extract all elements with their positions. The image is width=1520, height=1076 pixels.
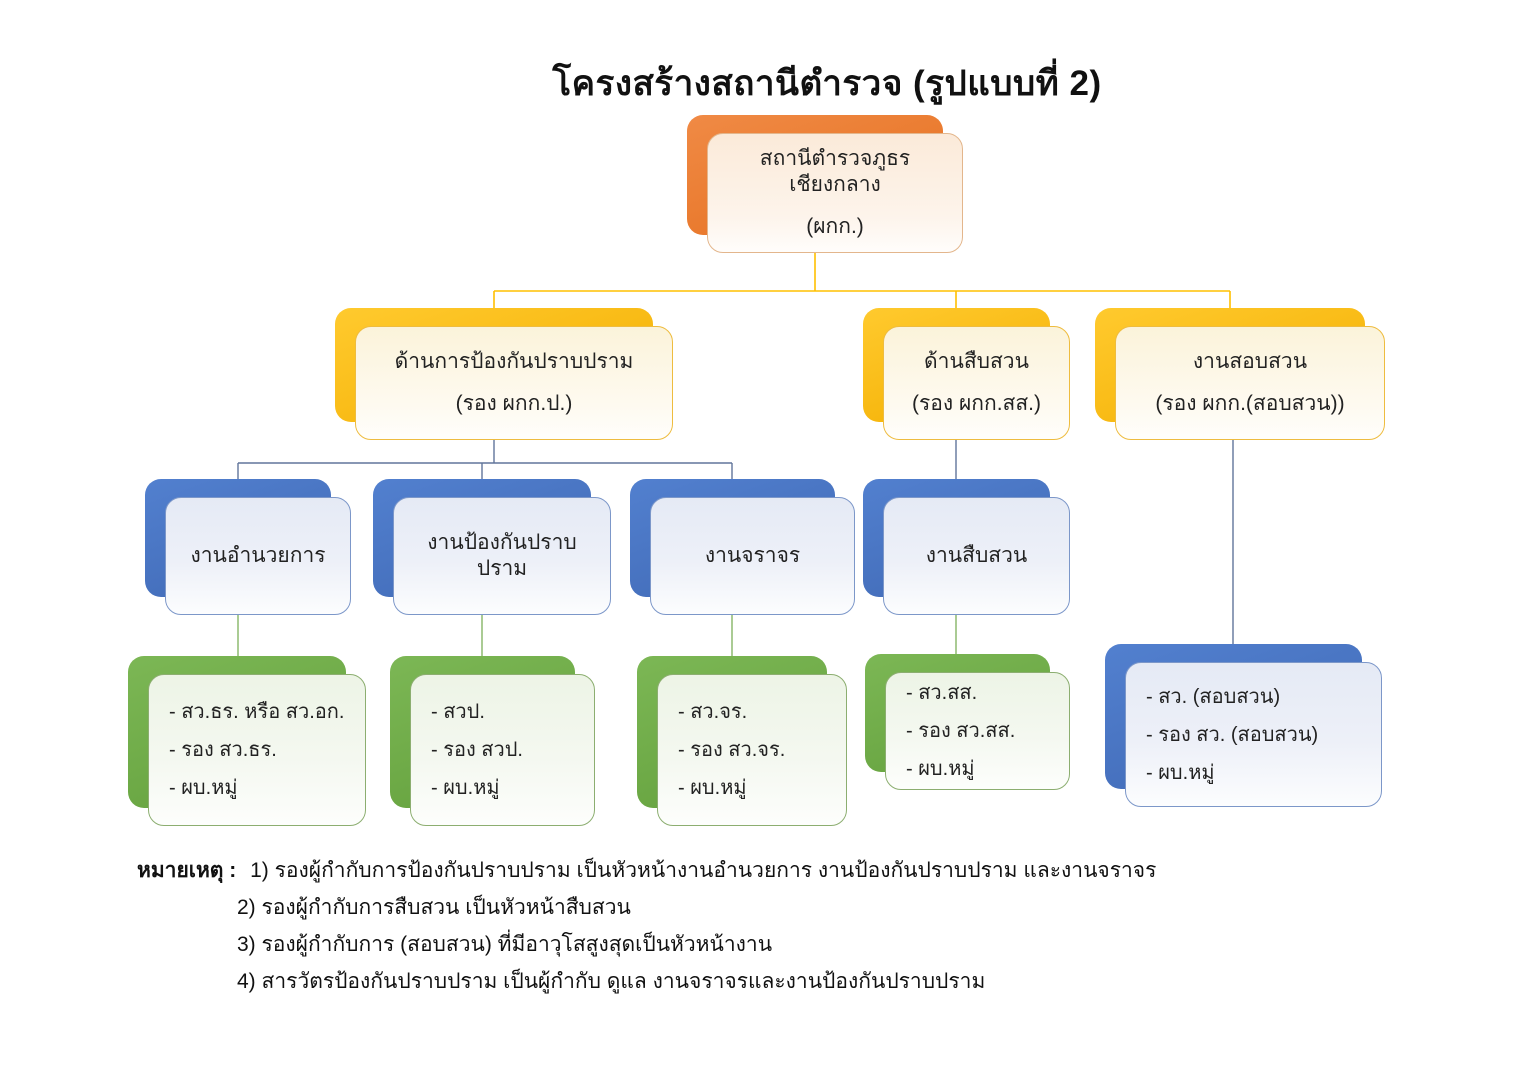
position-item: - รอง สว.จร. (678, 739, 786, 761)
position-item: - ผบ.หมู่ (906, 758, 975, 780)
node-subtitle: (ผกก.) (806, 215, 864, 239)
node-face: - สว.สส. - รอง สว.สส. - ผบ.หมู่ (885, 672, 1070, 790)
node-face: ด้านการป้องกันปราบปราม (รอง ผกก.ป.) (355, 326, 673, 440)
notes-label: หมายเหตุ : (137, 859, 237, 882)
node-subtitle: (รอง ผกก.สส.) (911, 392, 1041, 415)
note-line: 2) รองผู้กำกับการสืบสวน เป็นหัวหน้าสืบสว… (237, 889, 1417, 926)
node-subtitle: (รอง ผกก.(สอบสวน)) (1155, 392, 1345, 415)
org-node-traffic-positions: - สว.จร. - รอง สว.จร. - ผบ.หมู่ (637, 656, 847, 826)
position-item: - รอง สว.สส. (906, 720, 1016, 742)
node-subtitle: (รอง ผกก.ป.) (455, 392, 573, 415)
node-face: งานป้องกันปราบปราม (393, 497, 611, 615)
position-item: - สวป. (431, 701, 485, 723)
position-item: - สว. (สอบสวน) (1146, 685, 1281, 708)
node-face: งานอำนวยการ (165, 497, 351, 615)
node-title: งานสืบสวน (925, 543, 1028, 567)
position-item: - ผบ.หมู่ (169, 777, 238, 799)
page-title: โครงสร้างสถานีตำรวจ (รูปแบบที่ 2) (552, 64, 1102, 103)
org-node-investigation-work: งานสืบสวน (863, 479, 1070, 615)
node-title: งานสอบสวน (1192, 349, 1308, 373)
note-text: 4) สารวัตรป้องกันปราบปราม เป็นผู้กำกับ ด… (237, 970, 986, 993)
node-face: งานจราจร (650, 497, 855, 615)
position-item: - สว.ธร. หรือ สว.อก. (169, 701, 345, 723)
org-node-investigation-positions: - สว.สส. - รอง สว.สส. - ผบ.หมู่ (865, 654, 1070, 790)
node-title: งานอำนวยการ (190, 543, 326, 567)
node-title: งานจราจร (704, 543, 801, 567)
node-title: งานป้องกันปราบปราม (427, 530, 577, 580)
org-node-root: สถานีตำรวจภูธรเชียงกลาง (ผกก.) (687, 115, 963, 253)
position-item: - สว.สส. (906, 682, 978, 704)
position-item: - ผบ.หมู่ (678, 777, 747, 799)
position-item: - รอง สว. (สอบสวน) (1146, 723, 1319, 746)
position-item: - ผบ.หมู่ (431, 777, 500, 799)
org-node-inquiry-division: งานสอบสวน (รอง ผกก.(สอบสวน)) (1095, 308, 1385, 440)
node-title: สถานีตำรวจภูธรเชียงกลาง (759, 146, 911, 196)
node-face: - สว.จร. - รอง สว.จร. - ผบ.หมู่ (657, 674, 847, 826)
node-title: ด้านสืบสวน (924, 349, 1029, 373)
org-node-traffic-work: งานจราจร (630, 479, 855, 615)
note-line: 4) สารวัตรป้องกันปราบปราม เป็นผู้กำกับ ด… (237, 963, 1417, 1000)
connector-level2-to-level3 (237, 440, 1234, 644)
position-item: - สว.จร. (678, 701, 748, 723)
note-line: 3) รองผู้กำกับการ (สอบสวน) ที่มีอาวุโสสู… (237, 926, 1417, 963)
node-face: - สว. (สอบสวน) - รอง สว. (สอบสวน) - ผบ.ห… (1125, 662, 1382, 807)
node-face: ด้านสืบสวน (รอง ผกก.สส.) (883, 326, 1070, 440)
connector-level3-to-level4 (237, 614, 957, 656)
org-node-investigation-division: ด้านสืบสวน (รอง ผกก.สส.) (863, 308, 1070, 440)
node-face: งานสืบสวน (883, 497, 1070, 615)
note-line: หมายเหตุ : 1) รองผู้กำกับการป้องกันปราบป… (137, 852, 1417, 889)
org-node-prevention-division: ด้านการป้องกันปราบปราม (รอง ผกก.ป.) (335, 308, 673, 440)
org-node-administration-positions: - สว.ธร. หรือ สว.อก. - รอง สว.ธร. - ผบ.ห… (128, 656, 366, 826)
org-node-prevention-work: งานป้องกันปราบปราม (373, 479, 611, 615)
node-face: สถานีตำรวจภูธรเชียงกลาง (ผกก.) (707, 133, 963, 253)
position-item: - รอง สวป. (431, 739, 523, 761)
notes: หมายเหตุ : 1) รองผู้กำกับการป้องกันปราบป… (137, 852, 1417, 1000)
org-node-administration-work: งานอำนวยการ (145, 479, 351, 615)
node-face: งานสอบสวน (รอง ผกก.(สอบสวน)) (1115, 326, 1385, 440)
node-face: - สว.ธร. หรือ สว.อก. - รอง สว.ธร. - ผบ.ห… (148, 674, 366, 826)
position-item: - ผบ.หมู่ (1146, 761, 1215, 784)
connector-root-to-level2 (493, 253, 1231, 309)
node-face: - สวป. - รอง สวป. - ผบ.หมู่ (410, 674, 595, 826)
org-node-inquiry-positions: - สว. (สอบสวน) - รอง สว. (สอบสวน) - ผบ.ห… (1105, 644, 1382, 807)
note-text: 1) รองผู้กำกับการป้องกันปราบปราม เป็นหัว… (250, 859, 1157, 882)
org-node-prevention-positions: - สวป. - รอง สวป. - ผบ.หมู่ (390, 656, 595, 826)
position-item: - รอง สว.ธร. (169, 739, 277, 761)
note-text: 3) รองผู้กำกับการ (สอบสวน) ที่มีอาวุโสสู… (237, 933, 773, 956)
note-text: 2) รองผู้กำกับการสืบสวน เป็นหัวหน้าสืบสว… (237, 896, 631, 919)
node-title: ด้านการป้องกันปราบปราม (394, 349, 634, 373)
